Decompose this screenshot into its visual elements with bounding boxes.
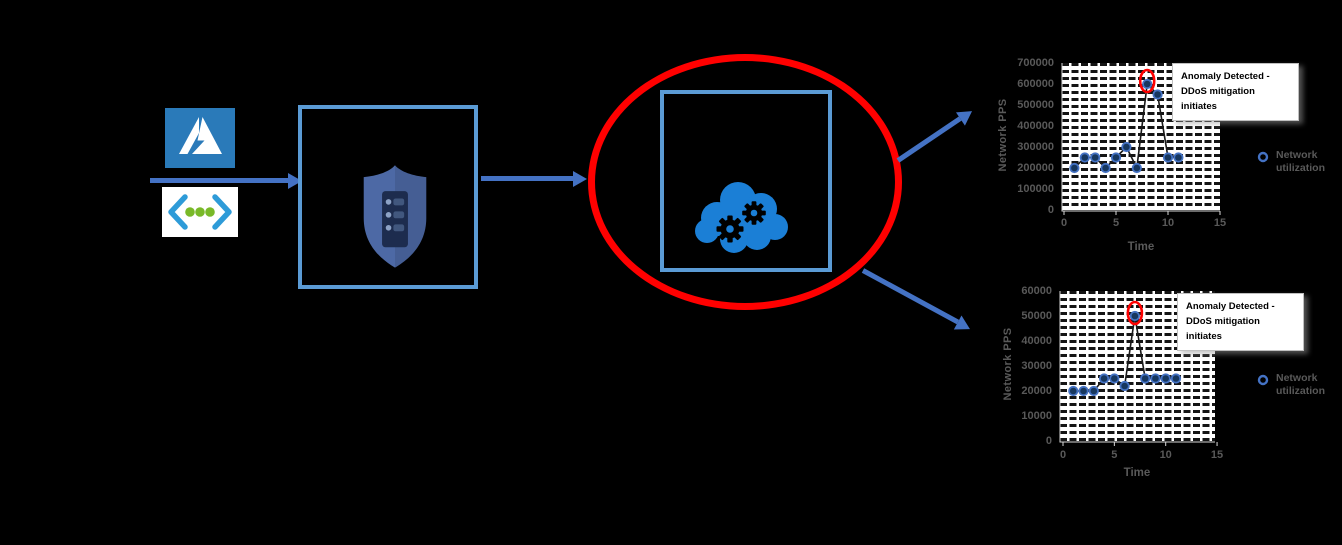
legend-label: Network utilization [1276, 372, 1325, 397]
to-top-chart-arrow [896, 104, 977, 163]
annotation-line: DDoS mitigation [1181, 86, 1255, 97]
x-tick-label: 0 [1060, 217, 1068, 229]
y-tick-label: 60000 [1021, 284, 1052, 297]
x-axis-title: Time [1123, 467, 1151, 479]
legend: Network utilization [1257, 149, 1340, 175]
legend-open-circle-icon [1257, 374, 1269, 386]
x-tick-label: 5 [1111, 449, 1118, 461]
x-tick-label: 0 [1059, 449, 1067, 461]
legend-label: Network utilization [1276, 149, 1325, 174]
api-app-brackets-icon [162, 187, 238, 237]
to-bottom-chart-arrow [861, 268, 975, 336]
x-tick-label: 15 [1213, 217, 1227, 229]
y-tick-label: 600000 [1017, 77, 1054, 90]
legend: Network utilization [1257, 372, 1340, 398]
x-tick-label: 5 [1112, 217, 1120, 229]
x-tick-label: 10 [1159, 449, 1172, 461]
annotation-line: initiates [1181, 101, 1217, 112]
highlight-ellipse [588, 54, 902, 310]
annotation-line: DDoS mitigation [1186, 316, 1260, 327]
y-tick-label: 0 [1045, 434, 1052, 447]
ddos-protection-box [298, 105, 478, 289]
y-tick-label: 200000 [1017, 161, 1054, 174]
y-tick-label: 20000 [1021, 384, 1052, 397]
shield-server-icon [363, 165, 427, 268]
y-tick-label: 0 [1047, 203, 1054, 216]
x-tick-label: 10 [1161, 217, 1175, 229]
y-tick-label: 50000 [1021, 309, 1052, 322]
y-tick-label: 700000 [1017, 56, 1054, 69]
annotation-line: initiates [1186, 331, 1222, 342]
arrowhead-icon [955, 104, 977, 126]
cloud-analytics-box [660, 90, 832, 272]
y-tick-label: 10000 [1021, 409, 1052, 422]
cloud-gears-icon [695, 182, 788, 253]
y-tick-label: 100000 [1017, 182, 1054, 195]
arrowhead-icon [573, 170, 587, 187]
anomaly-annotation: Anomaly Detected - DDoS mitigation initi… [1172, 63, 1299, 121]
y-tick-label: 30000 [1021, 359, 1052, 372]
x-axis-title: Time [1127, 241, 1155, 253]
traffic-in-arrow [150, 172, 302, 189]
y-tick-label: 300000 [1017, 140, 1054, 153]
traffic-mid-arrow [481, 170, 587, 187]
azure-logo-icon [165, 108, 235, 168]
arrowhead-icon [954, 315, 975, 336]
anomaly-annotation: Anomaly Detected - DDoS mitigation initi… [1177, 293, 1304, 351]
x-tick-label: 15 [1210, 449, 1224, 461]
legend-open-circle-icon [1257, 151, 1269, 163]
y-tick-label: 500000 [1017, 98, 1054, 111]
y-tick-label: 40000 [1021, 334, 1052, 347]
annotation-line: Anomaly Detected - [1181, 71, 1270, 82]
y-tick-label: 400000 [1017, 119, 1054, 132]
annotation-line: Anomaly Detected - [1186, 301, 1275, 312]
